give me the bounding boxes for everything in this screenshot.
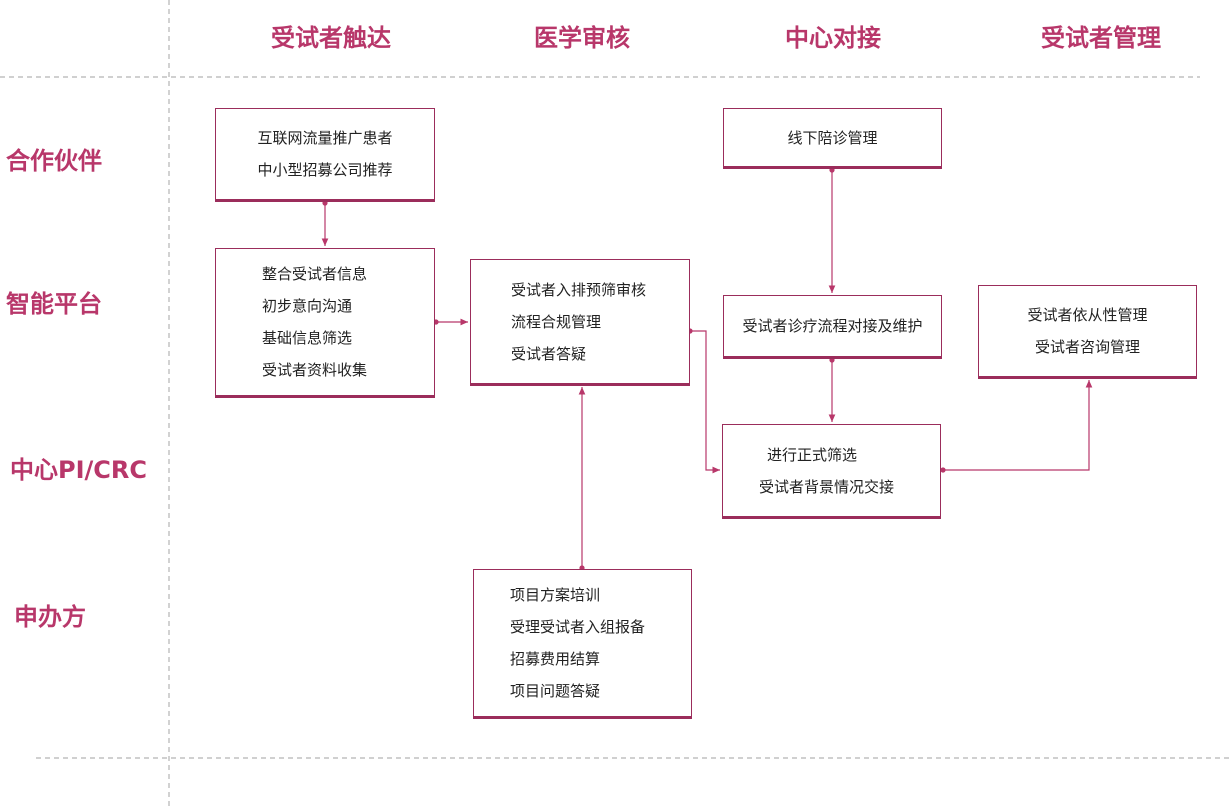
connector-pi-to-management xyxy=(943,380,1093,471)
box-line: 整合受试者信息 xyxy=(262,265,368,283)
row-header-sponsor: 申办方 xyxy=(14,603,86,631)
box-line: 受试者资料收集 xyxy=(262,361,368,379)
box-line: 项目方案培训 xyxy=(510,586,601,604)
box-line: 中小型招募公司推荐 xyxy=(257,161,393,179)
box-sponsor-review: 项目方案培训 受理受试者入组报备 招募费用结算 项目问题答疑 xyxy=(473,569,692,719)
box-line: 受试者答疑 xyxy=(511,344,587,363)
box-line: 流程合规管理 xyxy=(511,312,602,331)
connector-review-to-pi xyxy=(690,330,720,474)
column-header-review: 医学审核 xyxy=(534,24,630,52)
box-partner-site: 线下陪诊管理 xyxy=(723,108,942,169)
box-line: 招募费用结算 xyxy=(510,650,601,668)
box-line: 受试者入排预筛审核 xyxy=(511,280,647,299)
box-partner-reach: 互联网流量推广患者 中小型招募公司推荐 xyxy=(215,108,435,202)
box-line: 受试者背景情况交接 xyxy=(759,477,895,496)
box-pi-site: 进行正式筛选 受试者背景情况交接 xyxy=(722,424,941,519)
box-line: 受试者依从性管理 xyxy=(1027,306,1148,324)
column-header-reach: 受试者触达 xyxy=(271,24,391,52)
box-line: 受试者诊疗流程对接及维护 xyxy=(742,317,923,335)
box-line: 基础信息筛选 xyxy=(262,329,353,347)
box-line: 互联网流量推广患者 xyxy=(257,129,393,147)
box-platform-review: 受试者入排预筛审核 流程合规管理 受试者答疑 xyxy=(470,259,690,386)
box-line: 初步意向沟通 xyxy=(262,297,353,315)
row-header-partner: 合作伙伴 xyxy=(6,147,102,175)
row-header-platform: 智能平台 xyxy=(6,290,102,318)
row-header-site-pi: 中心PI/CRC xyxy=(10,456,147,484)
box-line: 受试者咨询管理 xyxy=(1034,338,1140,356)
box-line: 项目问题答疑 xyxy=(510,682,601,700)
column-header-management: 受试者管理 xyxy=(1041,24,1161,52)
box-platform-reach: 整合受试者信息 初步意向沟通 基础信息筛选 受试者资料收集 xyxy=(215,248,435,398)
box-line: 线下陪诊管理 xyxy=(787,128,878,147)
box-line: 受理受试者入组报备 xyxy=(510,618,646,636)
connector-dot xyxy=(940,467,946,473)
box-line: 进行正式筛选 xyxy=(767,445,858,464)
box-platform-site: 受试者诊疗流程对接及维护 xyxy=(723,295,942,359)
box-platform-management: 受试者依从性管理 受试者咨询管理 xyxy=(978,285,1197,379)
column-header-site: 中心对接 xyxy=(785,24,881,52)
